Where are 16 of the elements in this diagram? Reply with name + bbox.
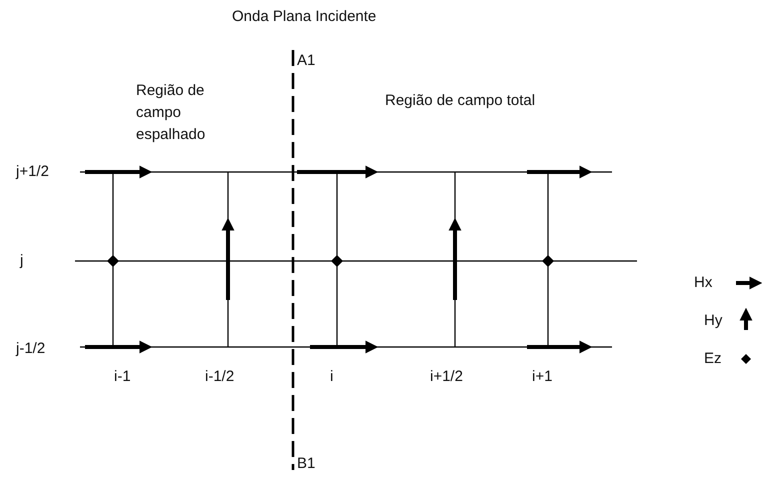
region-label: Região de campo espalhado: [136, 81, 206, 145]
boundary-label: A1: [297, 52, 316, 70]
region-label: Região de campo total: [385, 92, 536, 110]
legend-label: Hx: [694, 274, 712, 292]
axis-label: j: [20, 252, 24, 270]
axis-label: j-1/2: [16, 340, 46, 358]
axis-label: j+1/2: [16, 163, 49, 181]
axis-label: i+1: [532, 368, 552, 386]
axis-label: i-1: [114, 368, 131, 386]
axis-label: i+1/2: [430, 368, 463, 386]
legend-label: Hy: [704, 312, 722, 330]
plane-wave-label: Onda Plana Incidente: [232, 8, 376, 26]
legend-label: Ez: [704, 350, 722, 368]
axis-label: i-1/2: [205, 368, 234, 386]
axis-label: i: [330, 368, 334, 386]
boundary-label: B1: [297, 455, 316, 473]
